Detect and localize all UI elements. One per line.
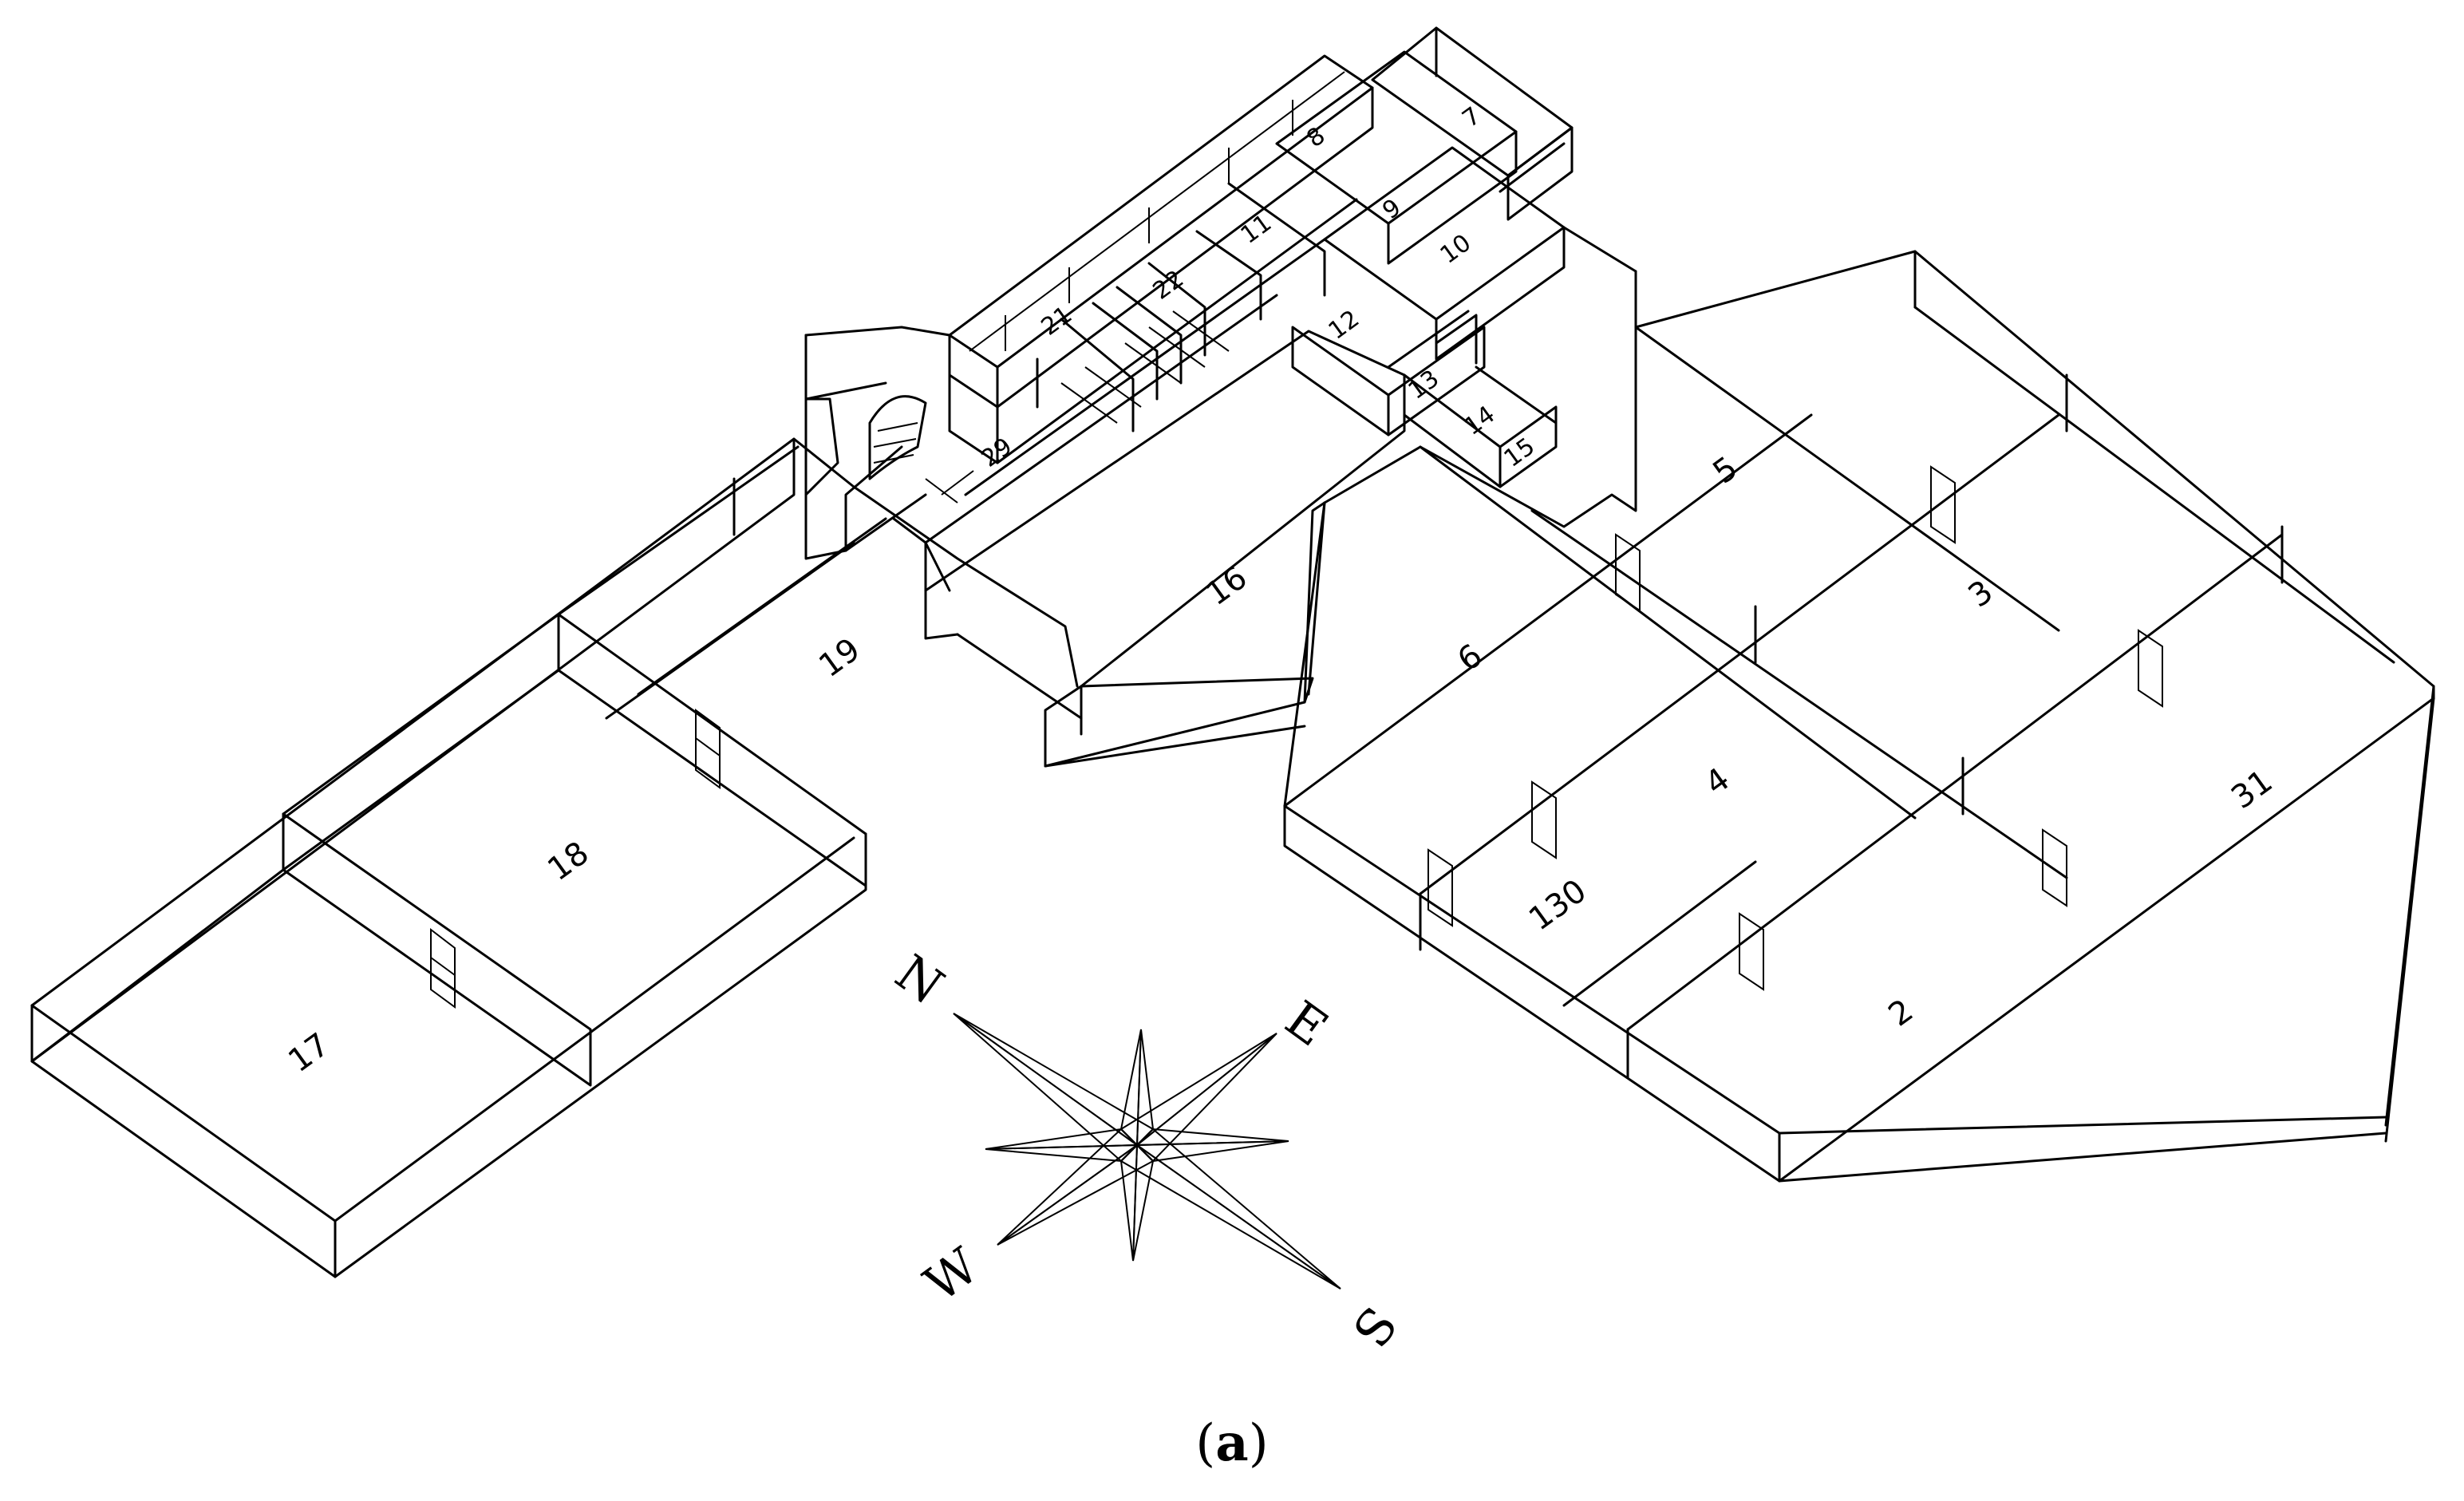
room-label-2: 2 bbox=[1882, 992, 1921, 1033]
compass-west-label: W bbox=[914, 1236, 989, 1313]
west-wing bbox=[30, 437, 1079, 1278]
room-label-3: 3 bbox=[1962, 573, 2000, 614]
compass-north-label: N bbox=[885, 943, 954, 1016]
compass-rose: N E S W bbox=[885, 943, 1408, 1357]
room-label-17: 17 bbox=[282, 1026, 336, 1080]
room-label-22: 22 bbox=[1148, 265, 1189, 306]
room-label-21: 21 bbox=[1037, 301, 1077, 342]
room-label-4: 4 bbox=[1699, 760, 1737, 802]
compass-south-label: S bbox=[1341, 1296, 1408, 1357]
room-label-15: 15 bbox=[1499, 433, 1540, 473]
room-label-11: 11 bbox=[1236, 209, 1277, 250]
east-wing bbox=[1283, 250, 2435, 1183]
room-label-5: 5 bbox=[1707, 449, 1745, 491]
room-label-19: 19 bbox=[812, 631, 867, 685]
room-label-31: 31 bbox=[2225, 763, 2279, 816]
room-label-16: 16 bbox=[1199, 559, 1254, 613]
room-label-130: 130 bbox=[1522, 872, 1593, 938]
compass-star-icon bbox=[953, 1013, 1341, 1290]
caption-letter: a bbox=[1215, 1413, 1248, 1473]
room-label-18: 18 bbox=[541, 835, 595, 888]
room-label-10: 10 bbox=[1435, 229, 1476, 270]
central-corridor bbox=[924, 330, 1406, 768]
room-label-14: 14 bbox=[1459, 401, 1500, 441]
room-label-29: 29 bbox=[977, 433, 1017, 473]
caption-close-paren: ) bbox=[1249, 1414, 1269, 1473]
room-labels: 17 18 19 16 6 5 3 4 31 130 2 7 8 9 10 11… bbox=[282, 102, 2279, 1080]
svg-text:(a): (a) bbox=[1195, 1413, 1268, 1473]
room-label-12: 12 bbox=[1324, 305, 1364, 346]
caption-open-paren: ( bbox=[1195, 1414, 1215, 1473]
figure-caption: (a) bbox=[1195, 1413, 1268, 1473]
compass-east-label: E bbox=[1275, 989, 1339, 1058]
north-block bbox=[804, 26, 1637, 592]
room-label-8: 8 bbox=[1301, 122, 1330, 154]
